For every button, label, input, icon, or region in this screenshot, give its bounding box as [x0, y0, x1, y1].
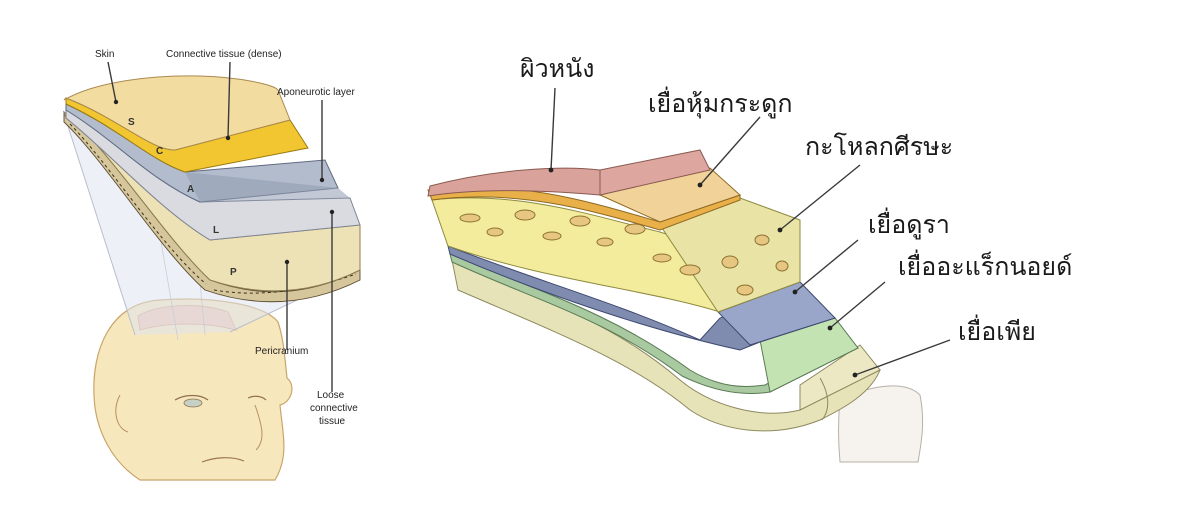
th-label-dura: เยื่อดูรา [868, 207, 950, 240]
label-loose-line1: Loose [317, 390, 345, 401]
scalp-diagram-english: S C A L P Skin Connective tissue (dense)… [62, 49, 361, 481]
layer-letter-p: P [230, 267, 237, 278]
label-connective-dense: Connective tissue (dense) [166, 49, 282, 60]
layer-letter-l: L [213, 225, 219, 236]
label-skin: Skin [95, 49, 114, 60]
label-pericranium: Pericranium [255, 346, 308, 357]
pia-layer [451, 259, 881, 432]
layer-letter-s: S [128, 117, 135, 128]
label-aponeurotic: Aponeurotic layer [277, 87, 355, 98]
brain-surface [838, 385, 924, 463]
th-label-pia: เยื่อเพีย [958, 314, 1036, 346]
th-label-arachnoid: เยื่ออะแร็กนอยด์ [898, 249, 1072, 281]
th-label-skull: กะโหลกศีรษะ [805, 132, 953, 161]
skin-layer [63, 75, 291, 151]
th-label-periosteum: เยื่อหุ้มกระดูก [648, 86, 793, 119]
skull-diploe-holes [459, 209, 789, 296]
layer-letter-a: A [187, 184, 194, 195]
th-label-skin: ผิวหนัง [520, 54, 594, 83]
layer-letter-c: C [156, 146, 163, 157]
label-loose-line3: tissue [319, 416, 346, 427]
skull-layer [431, 197, 721, 313]
label-loose-line2: connective [310, 403, 358, 414]
th-skin-block [599, 149, 711, 196]
scalp-diagram-thai: ผิวหนัง เยื่อหุ้มกระดูก กะโหลกศีรษะ เยื่… [427, 54, 1072, 463]
